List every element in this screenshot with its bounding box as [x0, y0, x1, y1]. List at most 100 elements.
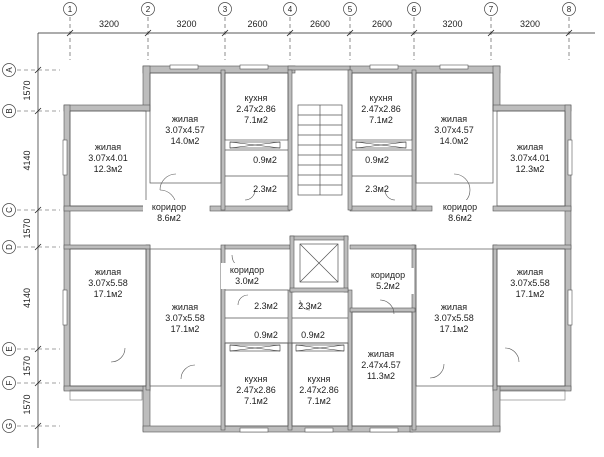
room-name: жилая [441, 302, 467, 312]
area-wc-nw: 0.9м2 [253, 155, 277, 165]
dimension-label: 1570 [22, 218, 32, 238]
axis-label: 8 [567, 5, 572, 14]
room-name: кухня [370, 93, 393, 103]
dimension-label: 3200 [99, 19, 119, 29]
room-area: 7.1м2 [244, 115, 268, 125]
axis-marker [218, 2, 232, 16]
room-size: 2.47x2.86 [299, 385, 339, 395]
room-size: 3.07x4.57 [434, 125, 474, 135]
area-bath-ne: 2.3м2 [365, 184, 389, 194]
dimension-label: 3200 [520, 19, 540, 29]
room-labels: кухня2.47x2.867.1м2кухня2.47x2.867.1м2жи… [88, 93, 550, 406]
room-size: 3.07x5.58 [88, 278, 128, 288]
room-name: жилая [95, 267, 121, 277]
room-area: 12.3м2 [516, 164, 545, 174]
room-area: 11.3м2 [367, 371, 395, 381]
room-name: кухня [308, 374, 331, 384]
room-name: коридор [152, 202, 186, 212]
area-wc-ne: 0.9м2 [365, 155, 389, 165]
dimension-label: 4140 [22, 288, 32, 308]
axis-label: B [5, 108, 14, 113]
axis-label: D [5, 244, 14, 250]
area-wc-sm: 0.9м2 [301, 330, 325, 340]
room-name: коридор [230, 265, 264, 275]
room-area: 17.1м2 [94, 289, 123, 299]
area-wc-sw: 0.9м2 [254, 330, 278, 340]
balconies [69, 389, 566, 401]
room-size: 2.47x2.86 [236, 104, 276, 114]
area-bath-sw: 2.3м2 [254, 301, 278, 311]
label-backdrop [434, 200, 486, 226]
axis-marker [2, 203, 16, 217]
room-name: жилая [517, 142, 543, 152]
vent-symbols [229, 141, 407, 352]
room-name: жилая [441, 114, 467, 124]
room-size: 3.07x5.58 [165, 313, 205, 323]
axis-marker [2, 419, 16, 433]
area-bath-sm: 2.3м2 [298, 301, 322, 311]
axis-marker [283, 2, 297, 16]
axis-marker [2, 342, 16, 356]
room-name: жилая [172, 302, 198, 312]
room-size: 2.47x2.86 [361, 104, 401, 114]
axis-marker [407, 2, 421, 16]
dimension-label: 4140 [22, 150, 32, 170]
room-name: коридор [371, 270, 405, 280]
room-size: 2.47x2.86 [236, 385, 276, 395]
axis-label: 1 [68, 5, 73, 14]
room-size: 3.07x4.01 [510, 153, 550, 163]
axis-label: C [5, 207, 14, 213]
dimension-label: 1570 [22, 356, 32, 376]
room-outlines [69, 72, 566, 427]
dimension-label: 1570 [22, 80, 32, 100]
dimension-label: 2600 [247, 19, 267, 29]
room-area: 12.3м2 [94, 164, 123, 174]
dimension-label: 3200 [442, 19, 462, 29]
axis-marker [343, 2, 357, 16]
axis-label: G [5, 423, 14, 429]
room-size: 3.07x5.58 [434, 313, 474, 323]
dimension-label: 3200 [176, 19, 196, 29]
label-backdrop [362, 268, 414, 294]
room-name: коридор [443, 202, 477, 212]
room-area: 17.1м2 [516, 289, 545, 299]
dimension-label: 1570 [22, 394, 32, 414]
axis-label: 3 [223, 5, 228, 14]
room-name: кухня [245, 93, 268, 103]
windows [62, 64, 573, 433]
room-name: жилая [95, 142, 121, 152]
area-bath-nw: 2.3м2 [253, 184, 277, 194]
room-name: жилая [368, 349, 394, 359]
room-name: жилая [517, 267, 543, 277]
room-size: 3.07x5.58 [510, 278, 550, 288]
axis-label: 7 [489, 5, 494, 14]
room-name: кухня [245, 374, 268, 384]
axis-label: E [5, 346, 14, 351]
label-backdrop [221, 263, 273, 289]
room-area: 17.1м2 [440, 324, 469, 334]
room-area: 5.2м2 [376, 281, 400, 291]
room-area: 14.0м2 [171, 136, 200, 146]
small-area-labels: 0.9м2 2.3м2 0.9м2 2.3м2 2.3м2 2.3м2 0.9м2 0.9м2 [253, 155, 389, 340]
axis-marker [562, 2, 576, 16]
axis-marker [484, 2, 498, 16]
room-name: жилая [172, 114, 198, 124]
room-size: 2.47x4.57 [361, 360, 401, 370]
axis-label: A [5, 67, 14, 73]
axis-marker [2, 240, 16, 254]
